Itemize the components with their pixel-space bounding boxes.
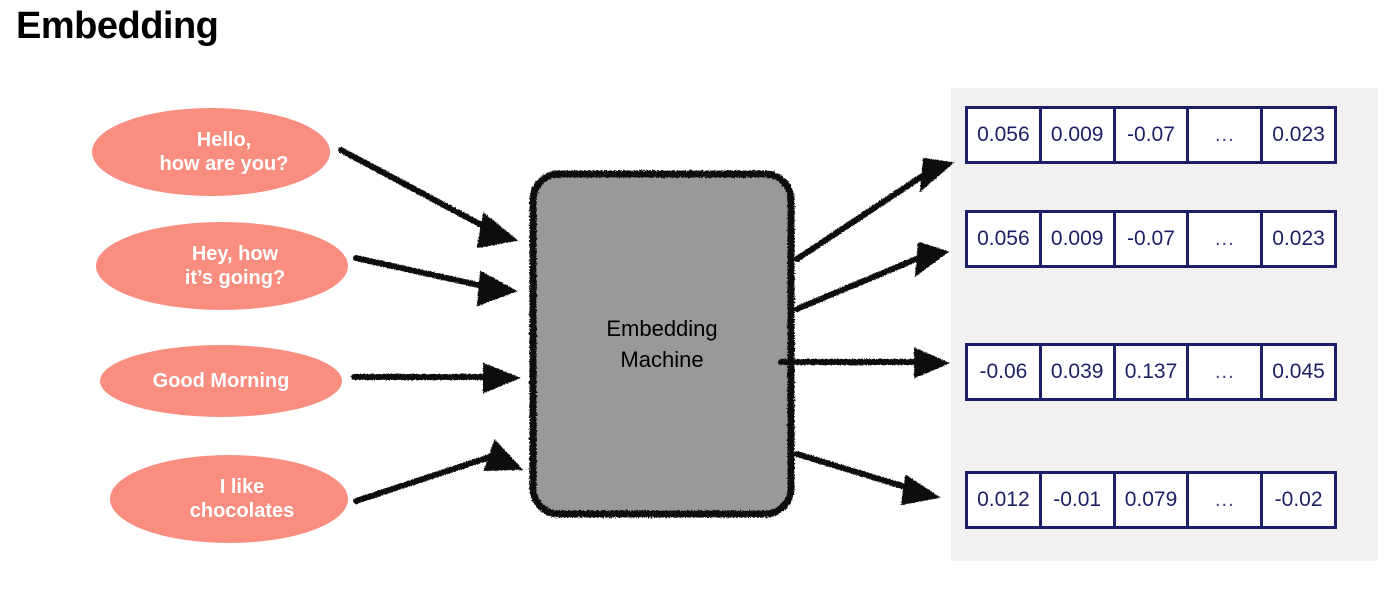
input-ellipse-label: Hey, how it’s going?: [159, 242, 285, 291]
page-title: Embedding: [16, 5, 219, 47]
input-line: I like: [219, 475, 265, 498]
vector-cell: 0.056: [968, 213, 1042, 265]
vector-row: 0.012 -0.01 0.079 ... -0.02: [965, 471, 1337, 529]
vector-cell: 0.012: [968, 474, 1042, 526]
embedding-machine-box: Embedding Machine: [527, 168, 797, 520]
input-line: Good Morning: [152, 369, 290, 392]
input-ellipse-label: Good Morning: [153, 369, 290, 393]
vector-cell: 0.009: [1041, 109, 1116, 161]
arrow-input-2: [351, 362, 521, 394]
input-line: how are you?: [159, 153, 289, 175]
input-line: it’s going?: [184, 267, 286, 289]
arrow-input-3: [353, 439, 524, 504]
arrow-input-0: [338, 147, 519, 249]
vector-cell-ellipsis: ...: [1189, 109, 1264, 161]
vector-cell-ellipsis: ...: [1189, 474, 1264, 526]
vector-cell: 0.023: [1263, 109, 1334, 161]
vector-row: 0.056 0.009 -0.07 ... 0.023: [965, 106, 1337, 164]
vector-row: -0.06 0.039 0.137 ... 0.045: [965, 343, 1337, 401]
vector-cell: 0.009: [1041, 213, 1116, 265]
vector-cell: 0.079: [1115, 474, 1190, 526]
vector-cell-ellipsis: ...: [1189, 346, 1264, 398]
vector-cell: 0.039: [1041, 346, 1116, 398]
input-ellipse-hello-how-are-you: Hello, how are you?: [92, 108, 330, 196]
arrow-output-1: [794, 241, 950, 312]
arrow-output-3: [794, 451, 941, 506]
vector-cell: -0.02: [1263, 474, 1334, 526]
vector-cell: -0.07: [1115, 109, 1190, 161]
input-ellipse-i-like-chocolates: I like chocolates: [110, 455, 348, 543]
vector-cell: 0.056: [968, 109, 1042, 161]
input-line: chocolates: [189, 500, 295, 522]
arrow-output-2: [778, 347, 951, 379]
input-ellipse-label: Hello, how are you?: [134, 128, 289, 177]
input-line: Hey, how: [191, 242, 279, 265]
input-ellipse-hey-how-its-going: Hey, how it’s going?: [96, 222, 348, 310]
vector-cell: 0.023: [1263, 213, 1334, 265]
vector-cell: -0.01: [1041, 474, 1116, 526]
input-ellipse-good-morning: Good Morning: [100, 345, 342, 417]
vector-cell-ellipsis: ...: [1189, 213, 1264, 265]
vector-cell: 0.045: [1263, 346, 1334, 398]
arrow-output-0: [794, 157, 955, 262]
input-line: Hello,: [196, 128, 252, 151]
vector-row: 0.056 0.009 -0.07 ... 0.023: [965, 210, 1337, 268]
vector-cell: 0.137: [1115, 346, 1190, 398]
vector-cell: -0.07: [1115, 213, 1190, 265]
arrow-input-1: [353, 255, 518, 307]
vector-cell: -0.06: [968, 346, 1042, 398]
input-ellipse-label: I like chocolates: [164, 475, 294, 524]
